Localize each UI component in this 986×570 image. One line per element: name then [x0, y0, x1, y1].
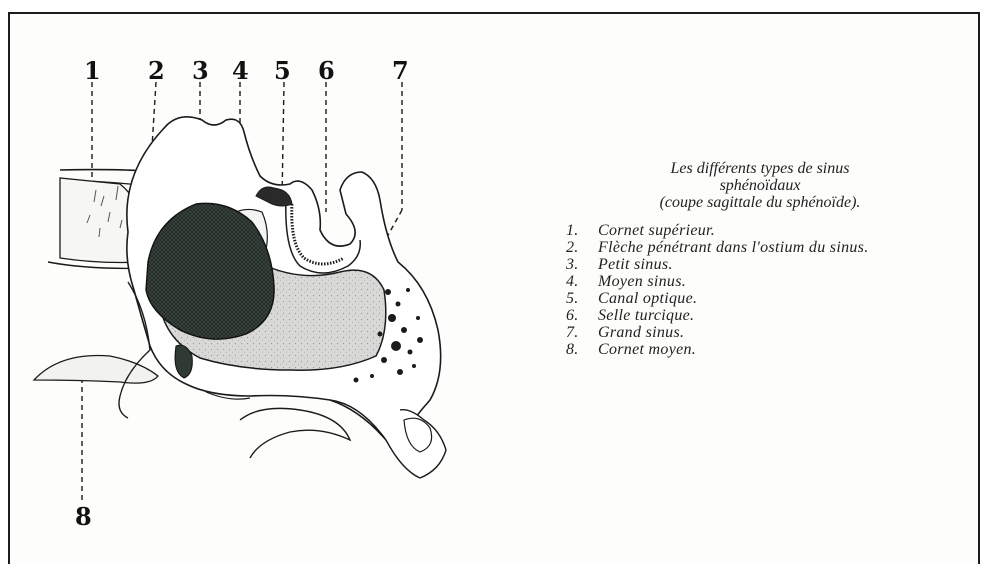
caption-title-line: sphénoïdaux: [560, 177, 960, 194]
legend-number: 6.: [566, 307, 598, 324]
caption-title: Les différents types de sinus sphénoïdau…: [560, 160, 960, 211]
caption-title-line: (coupe sagittale du sphénoïde).: [560, 194, 960, 211]
legend-number: 5.: [566, 290, 598, 307]
legend-text: Petit sinus.: [598, 256, 673, 273]
figure-caption: Les différents types de sinus sphénoïdau…: [560, 160, 960, 358]
legend-list: 1.Cornet supérieur. 2.Flèche pénétrant d…: [560, 222, 960, 358]
legend-item: 2.Flèche pénétrant dans l'ostium du sinu…: [560, 239, 960, 256]
legend-item: 3.Petit sinus.: [560, 256, 960, 273]
legend-item: 6.Selle turcique.: [560, 307, 960, 324]
legend-item: 7.Grand sinus.: [560, 324, 960, 341]
legend-text: Canal optique.: [598, 290, 697, 307]
legend-item: 5.Canal optique.: [560, 290, 960, 307]
legend-number: 2.: [566, 239, 598, 256]
legend-item: 8.Cornet moyen.: [560, 341, 960, 358]
middle-turbinate: [34, 356, 158, 384]
legend-text: Selle turcique.: [598, 307, 694, 324]
legend-item: 1.Cornet supérieur.: [560, 222, 960, 239]
legend-text: Moyen sinus.: [598, 273, 686, 290]
caption-title-line: Les différents types de sinus: [560, 160, 960, 177]
legend-item: 4.Moyen sinus.: [560, 273, 960, 290]
legend-number: 7.: [566, 324, 598, 341]
legend-number: 8.: [566, 341, 598, 358]
legend-number: 3.: [566, 256, 598, 273]
legend-number: 1.: [566, 222, 598, 239]
legend-text: Cornet supérieur.: [598, 222, 715, 239]
legend-text: Grand sinus.: [598, 324, 684, 341]
legend-text: Cornet moyen.: [598, 341, 696, 358]
legend-number: 4.: [566, 273, 598, 290]
legend-text: Flèche pénétrant dans l'ostium du sinus.: [598, 239, 869, 256]
